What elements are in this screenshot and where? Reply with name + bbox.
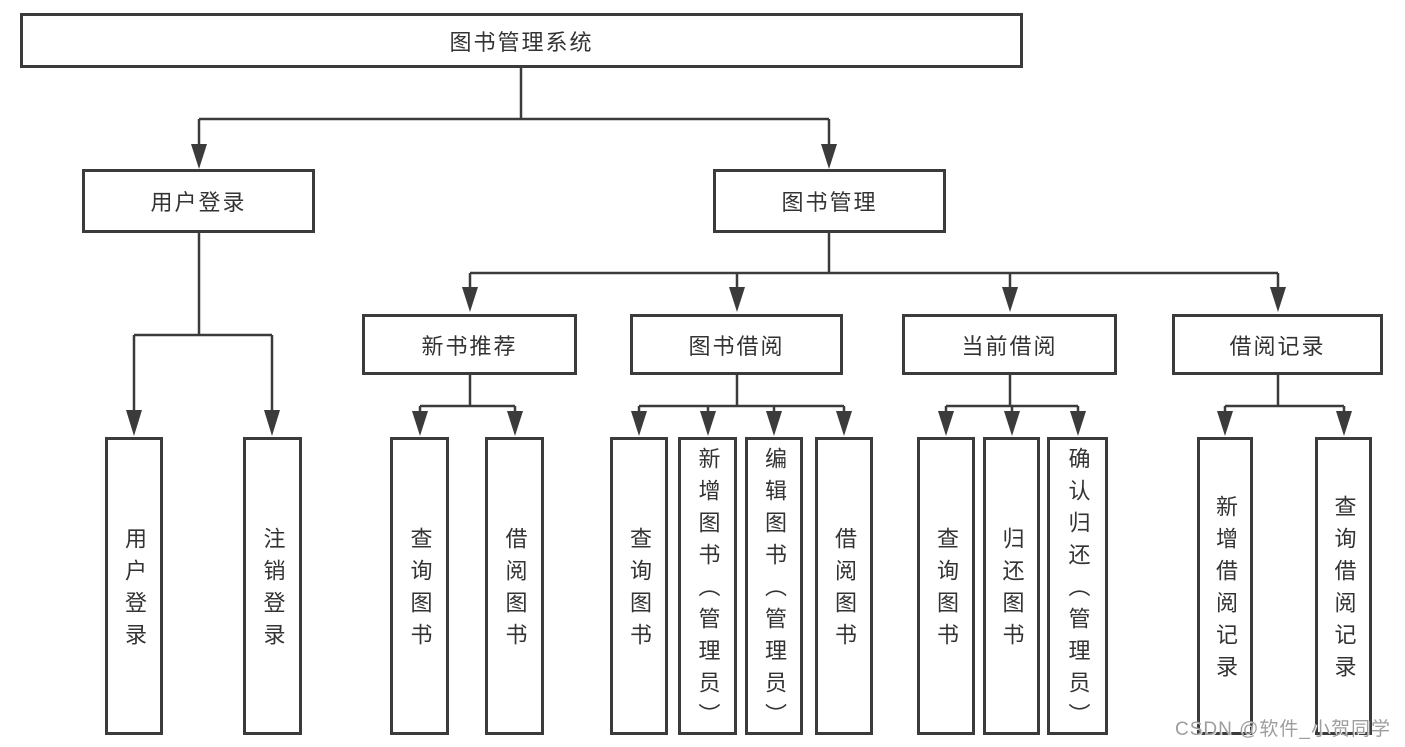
node-borrow-records: 借阅记录 — [1172, 314, 1383, 375]
leaf-current-return-books: 归还图书 — [983, 437, 1040, 735]
arrowhead-icon — [1004, 411, 1020, 436]
node-new-book-recommend: 新书推荐 — [362, 314, 577, 375]
node-current-borrowing-label: 当前借阅 — [961, 333, 1058, 359]
leaf-logout: 注销登录 — [243, 437, 302, 735]
arrowhead-icon — [836, 411, 852, 436]
leaf-borrowing-add-book-admin-label: 新增图书（管理员） — [695, 447, 721, 735]
arrowhead-icon — [264, 410, 280, 436]
node-root-label: 图书管理系统 — [449, 29, 594, 55]
leaf-borrowing-edit-book-admin: 编辑图书（管理员） — [745, 437, 803, 735]
arrowhead-icon — [1070, 411, 1086, 436]
arrowhead-icon — [1336, 411, 1352, 436]
node-current-borrowing: 当前借阅 — [902, 314, 1117, 375]
arrowhead-icon — [700, 411, 716, 436]
leaf-newbook-borrow-books-label: 借阅图书 — [502, 527, 528, 655]
node-book-borrowing-label: 图书借阅 — [688, 333, 785, 359]
node-borrow-records-label: 借阅记录 — [1229, 333, 1326, 359]
leaf-current-query-books-label: 查询图书 — [934, 527, 959, 655]
leaf-records-add-record: 新增借阅记录 — [1197, 437, 1253, 735]
leaf-newbook-query-books-label: 查询图书 — [407, 527, 433, 655]
leaf-borrowing-query-books: 查询图书 — [610, 437, 668, 735]
arrowhead-icon — [191, 144, 207, 169]
arrowhead-icon — [729, 287, 745, 312]
leaf-borrowing-borrow-books: 借阅图书 — [815, 437, 873, 735]
node-new-book-recommend-label: 新书推荐 — [421, 333, 518, 359]
arrowhead-icon — [938, 411, 954, 436]
node-root-system: 图书管理系统 — [20, 13, 1023, 68]
leaf-current-confirm-return-admin-label: 确认归还（管理员） — [1065, 447, 1091, 735]
arrowhead-icon — [821, 144, 837, 169]
leaf-user-login: 用户登录 — [105, 437, 163, 735]
leaf-newbook-borrow-books: 借阅图书 — [485, 437, 544, 735]
arrowhead-icon — [631, 411, 647, 436]
csdn-watermark: CSDN @软件_小贺同学 — [1175, 719, 1391, 740]
arrowhead-icon — [507, 411, 523, 436]
leaf-borrowing-add-book-admin: 新增图书（管理员） — [678, 437, 737, 735]
arrowhead-icon — [1217, 411, 1233, 436]
arrowhead-icon — [1270, 287, 1286, 312]
arrowhead-icon — [412, 411, 428, 436]
node-book-management-label: 图书管理 — [781, 190, 878, 215]
leaf-user-login-label: 用户登录 — [122, 527, 147, 655]
arrowhead-icon — [462, 287, 478, 312]
leaf-borrowing-query-books-label: 查询图书 — [627, 527, 652, 655]
leaf-records-query-record: 查询借阅记录 — [1315, 437, 1372, 735]
leaf-current-confirm-return-admin: 确认归还（管理员） — [1047, 437, 1108, 735]
leaf-current-return-books-label: 归还图书 — [999, 527, 1025, 655]
leaf-newbook-query-books: 查询图书 — [390, 437, 449, 735]
arrowhead-icon — [766, 411, 782, 436]
node-user-login-label: 用户登录 — [150, 190, 247, 215]
leaf-borrowing-edit-book-admin-label: 编辑图书（管理员） — [762, 447, 787, 735]
leaf-records-add-record-label: 新增借阅记录 — [1213, 495, 1238, 687]
leaf-borrowing-borrow-books-label: 借阅图书 — [832, 527, 857, 655]
leaf-logout-label: 注销登录 — [260, 527, 286, 655]
node-user-login: 用户登录 — [82, 169, 315, 233]
arrowhead-icon — [1002, 287, 1018, 312]
leaf-current-query-books: 查询图书 — [917, 437, 975, 735]
node-book-borrowing: 图书借阅 — [630, 314, 843, 375]
node-book-management: 图书管理 — [713, 169, 946, 233]
arrowhead-icon — [126, 410, 142, 436]
leaf-records-query-record-label: 查询借阅记录 — [1331, 495, 1357, 687]
